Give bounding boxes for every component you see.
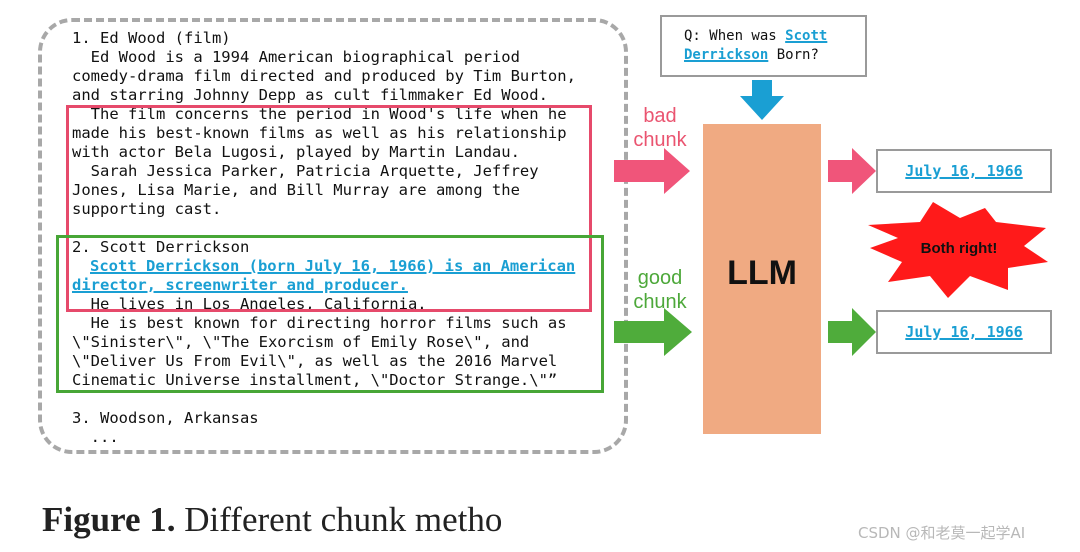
doc-line-5: The film concerns the period in Wood's l… xyxy=(72,105,567,123)
question-suffix: Born? xyxy=(768,47,819,63)
doc-line-4: and starring Johnny Depp as cult filmmak… xyxy=(72,86,548,104)
answer-bottom-text: July 16, 1966 xyxy=(905,323,1023,341)
doc-line-1: 1. Ed Wood (film) xyxy=(72,29,231,47)
question-line2: Derrickson Born? xyxy=(684,46,819,64)
document-chunks-container xyxy=(38,18,628,454)
question-down-arrow xyxy=(740,80,784,120)
bad-label-line1: bad xyxy=(643,105,677,127)
caption-figure-number: Figure 1. xyxy=(42,500,176,539)
question-line1: Q: When was Scott xyxy=(684,27,827,45)
answer-top-text: July 16, 1966 xyxy=(905,162,1023,180)
question-prefix: Q: When was xyxy=(684,28,786,44)
caption-text: Different chunk metho xyxy=(175,500,503,539)
doc-line-10: supporting cast. xyxy=(72,200,222,218)
doc-line-15: He is best known for directing horror fi… xyxy=(72,314,567,332)
bad-label-line2: chunk xyxy=(633,129,687,151)
doc-line-12-highlight: Scott Derrickson (born July 16, 1966) is… xyxy=(90,257,576,275)
doc-line-13-highlight: director, screenwriter and producer. xyxy=(72,276,408,294)
doc-line-18: Cinematic Universe installment, \"Doctor… xyxy=(72,371,558,389)
doc-line-8: Sarah Jessica Parker, Patricia Arquette,… xyxy=(72,162,539,180)
doc-line-2: Ed Wood is a 1994 American biographical … xyxy=(72,48,520,66)
doc-line-7: with actor Bela Lugosi, played by Martin… xyxy=(72,143,520,161)
good-chunk-label: good chunk xyxy=(620,266,700,314)
both-right-burst xyxy=(868,202,1048,298)
figure-caption: Figure 1. Different chunk metho xyxy=(42,500,502,540)
doc-line-20: ... xyxy=(72,428,119,446)
answer-box-bottom: July 16, 1966 xyxy=(876,310,1052,354)
doc-line-19: 3. Woodson, Arkansas xyxy=(72,409,259,427)
good-chunk-box xyxy=(56,235,604,393)
doc-line-11: 2. Scott Derrickson xyxy=(72,238,250,256)
answer-box-top: July 16, 1966 xyxy=(876,149,1052,193)
watermark: CSDN @和老莫一起学AI xyxy=(858,524,1026,542)
doc-line-6: made his best-known films as well as his… xyxy=(72,124,567,142)
doc-line-3: comedy-drama film directed and produced … xyxy=(72,67,576,85)
doc-line-9: Jones, Lisa Marie, and Bill Murray are a… xyxy=(72,181,520,199)
good-chunk-arrow xyxy=(614,308,692,356)
bad-chunk-label: bad chunk xyxy=(620,104,700,152)
bad-chunk-box xyxy=(66,105,592,312)
llm-label: LLM xyxy=(727,254,797,292)
doc-line-17: \"Deliver Us From Evil\", as well as the… xyxy=(72,352,558,370)
question-box: Q: When was Scott Derrickson Born? xyxy=(660,15,867,77)
question-name-part1: Scott xyxy=(785,28,828,44)
both-right-text: Both right! xyxy=(921,240,998,257)
doc-line-14: He lives in Los Angeles, California. xyxy=(72,295,427,313)
bottom-output-arrow xyxy=(828,308,876,356)
llm-block: LLM xyxy=(703,124,821,434)
caption-fade-overlay xyxy=(560,496,680,546)
good-label-line1: good xyxy=(637,267,683,289)
doc-line-16: \"Sinister\", \"The Exorcism of Emily Ro… xyxy=(72,333,530,351)
good-label-line2: chunk xyxy=(633,291,687,313)
question-name-part2: Derrickson xyxy=(684,47,769,63)
top-output-arrow xyxy=(828,148,876,194)
bad-chunk-arrow xyxy=(614,148,690,194)
